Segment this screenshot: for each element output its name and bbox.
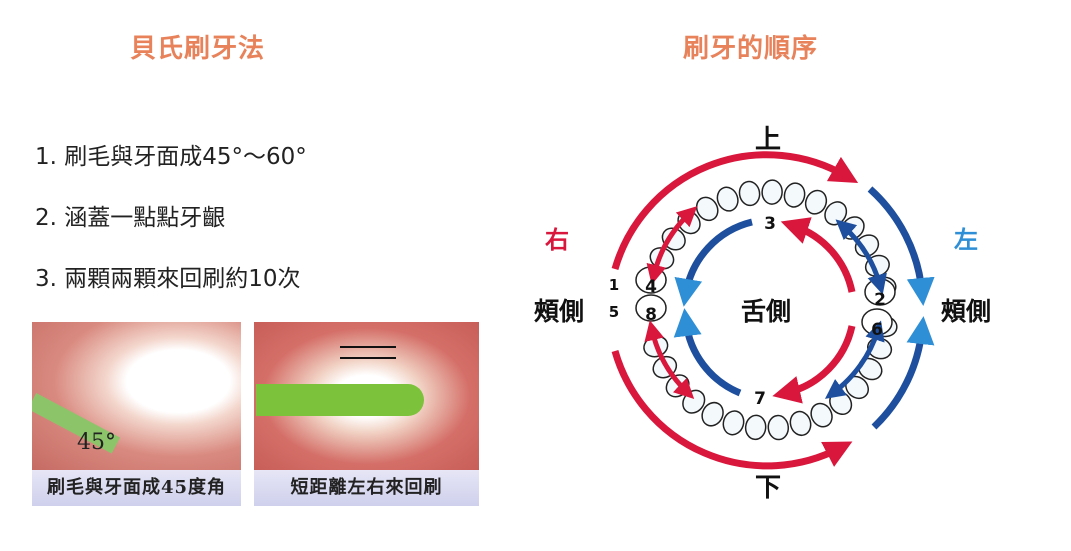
arrow-left-icon bbox=[340, 357, 396, 359]
photo-45-degree: 45° 刷毛與牙面成45度角 bbox=[32, 322, 241, 506]
occlusal-arrow-upper-left bbox=[835, 219, 887, 295]
photo-mouth-front bbox=[254, 322, 479, 470]
step-2: 2. 涵蓋一點點牙齦 bbox=[35, 205, 226, 231]
label-left: 左 bbox=[954, 226, 978, 254]
photo-back-and-forth: 短距離左右來回刷 bbox=[254, 322, 479, 506]
step-number-3: 3 bbox=[764, 214, 776, 234]
label-lingual: 舌側 bbox=[741, 297, 791, 326]
step-number-7: 7 bbox=[754, 389, 766, 409]
label-buccal-left-side: 頰側 bbox=[941, 297, 991, 326]
tooth bbox=[761, 179, 783, 205]
tooth bbox=[804, 189, 828, 215]
step-3: 3. 兩顆兩顆來回刷約10次 bbox=[35, 266, 301, 292]
toothbrush-green bbox=[256, 384, 424, 416]
tooth bbox=[738, 180, 761, 207]
tooth bbox=[824, 201, 848, 226]
brushing-order-title: 刷牙的順序 bbox=[683, 34, 819, 64]
photo-mouth-side: 45° bbox=[32, 322, 241, 470]
tooth bbox=[767, 414, 790, 441]
outer-arrow-upper-left-buccal bbox=[867, 186, 935, 306]
photo-caption: 短距離左右來回刷 bbox=[254, 470, 479, 506]
step-1: 1. 刷毛與牙面成45°～60° bbox=[35, 144, 307, 170]
label-upper: 上 bbox=[755, 125, 781, 155]
arrow-right-icon bbox=[340, 346, 396, 348]
occlusal-arrow-lower-left bbox=[824, 320, 885, 399]
photo-caption: 刷毛與牙面成45度角 bbox=[32, 470, 241, 506]
outer-arrow-lower-buccal bbox=[611, 350, 853, 470]
step-number-5: 5 bbox=[609, 303, 619, 321]
tooth bbox=[810, 402, 833, 428]
tooth bbox=[783, 182, 806, 208]
tooth bbox=[716, 186, 739, 212]
step-number-8: 8 bbox=[645, 305, 657, 325]
tooth bbox=[695, 196, 719, 222]
outer-arrow-upper-buccal bbox=[611, 151, 859, 270]
label-buccal-right-side: 頰側 bbox=[534, 297, 584, 326]
tooth bbox=[744, 414, 767, 441]
occlusal-arrow-lower-right bbox=[644, 320, 695, 399]
label-lower: 下 bbox=[755, 473, 781, 503]
step-number-1: 1 bbox=[609, 276, 619, 294]
outer-arrow-lower-left-buccal bbox=[871, 316, 935, 430]
tooth bbox=[701, 401, 724, 427]
step-number-2: 2 bbox=[874, 290, 886, 310]
inner-arrow-lower-lingual-blue bbox=[673, 308, 742, 397]
bass-method-title: 貝氏刷牙法 bbox=[130, 34, 266, 64]
tooth bbox=[722, 410, 745, 436]
occlusal-arrow-upper-right bbox=[646, 206, 698, 285]
label-right: 右 bbox=[545, 226, 569, 254]
tooth bbox=[789, 410, 812, 437]
brushing-order-diagram: 上 下 右 左 頰側 頰側 舌側 1 2 3 4 5 6 7 8 bbox=[534, 125, 991, 503]
step-number-6: 6 bbox=[871, 320, 883, 340]
step-number-4: 4 bbox=[645, 277, 657, 297]
angle-label: 45° bbox=[77, 430, 116, 455]
